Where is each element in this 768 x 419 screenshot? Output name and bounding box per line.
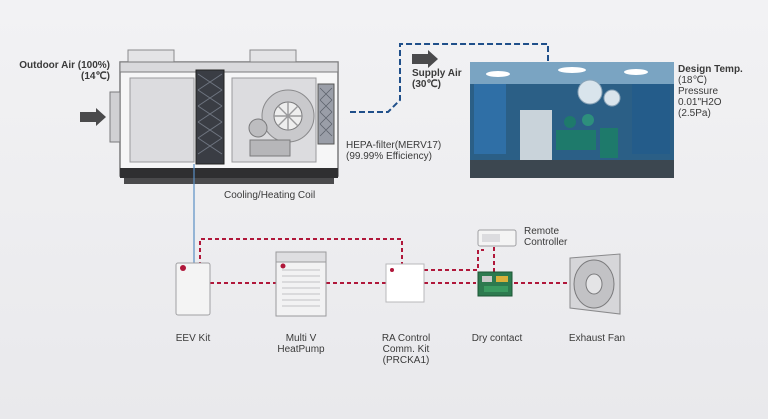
exhaust-fan-label: Exhaust Fan: [568, 333, 626, 344]
exhaust-fan-device: [569, 253, 621, 315]
supply-fan: [248, 89, 315, 157]
eev-kit-label: EEV Kit: [175, 333, 211, 344]
remote-controller-wiring: [424, 249, 484, 271]
outdoor-air-arrow: [80, 108, 106, 126]
pressure-value: 0.01"H2O: [678, 97, 722, 108]
multi-v-heatpump-device: [275, 251, 327, 317]
multi-v-label: Multi V HeatPump: [266, 333, 336, 355]
design-temp-label: Design Temp. (18℃) Pressure 0.01"H2O (2.…: [678, 64, 743, 119]
remote-controller-label: Remote Controller: [524, 226, 567, 248]
remote-controller-line2: Controller: [524, 237, 568, 248]
cooling-heating-coil: [195, 69, 225, 165]
outdoor-temp-text: (14℃): [80, 71, 110, 82]
ra-control-line3: (PRCKA1): [382, 355, 430, 366]
pressure-pa-value: (2.5Pa): [678, 108, 711, 119]
outdoor-air-text: Outdoor Air (100%): [19, 60, 110, 71]
multi-v-line1: Multi V: [285, 333, 317, 344]
ra-control-kit-device: [385, 263, 425, 303]
remote-controller-line1: Remote: [524, 226, 560, 237]
hepa-filter-unit: [317, 83, 335, 145]
dry-contact-label: Dry contact: [471, 333, 523, 344]
remote-controller-device: [477, 229, 517, 247]
supply-temp-text: (30℃): [412, 79, 442, 90]
ra-control-label: RA Control Comm. Kit (PRCKA1): [366, 333, 446, 366]
operating-room-photo: [470, 62, 674, 178]
hepa-filter-label: HEPA-filter(MERV17) (99.99% Efficiency): [346, 140, 441, 162]
ra-control-line2: Comm. Kit: [382, 344, 430, 355]
multi-v-line2: HeatPump: [277, 344, 325, 355]
ra-control-line1: RA Control: [381, 333, 431, 344]
hepa-filter-text: HEPA-filter(MERV17): [346, 140, 442, 151]
supply-air-text: Supply Air: [412, 68, 462, 79]
coil-label: Cooling/Heating Coil: [224, 190, 316, 201]
hepa-efficiency-text: (99.99% Efficiency): [346, 151, 432, 162]
design-temp-value: (18℃): [678, 75, 708, 86]
eev-kit-device: [175, 262, 211, 316]
supply-air-label: Supply Air (30℃): [412, 68, 462, 90]
pressure-text: Pressure: [678, 86, 719, 97]
design-temp-text: Design Temp.: [678, 64, 743, 75]
supply-air-arrow: [412, 50, 438, 68]
control-wiring-upper: [199, 238, 403, 266]
outdoor-air-label: Outdoor Air (100%) (14℃): [10, 60, 110, 82]
dry-contact-device: [477, 271, 513, 297]
supply-air-duct-line: [350, 43, 549, 113]
